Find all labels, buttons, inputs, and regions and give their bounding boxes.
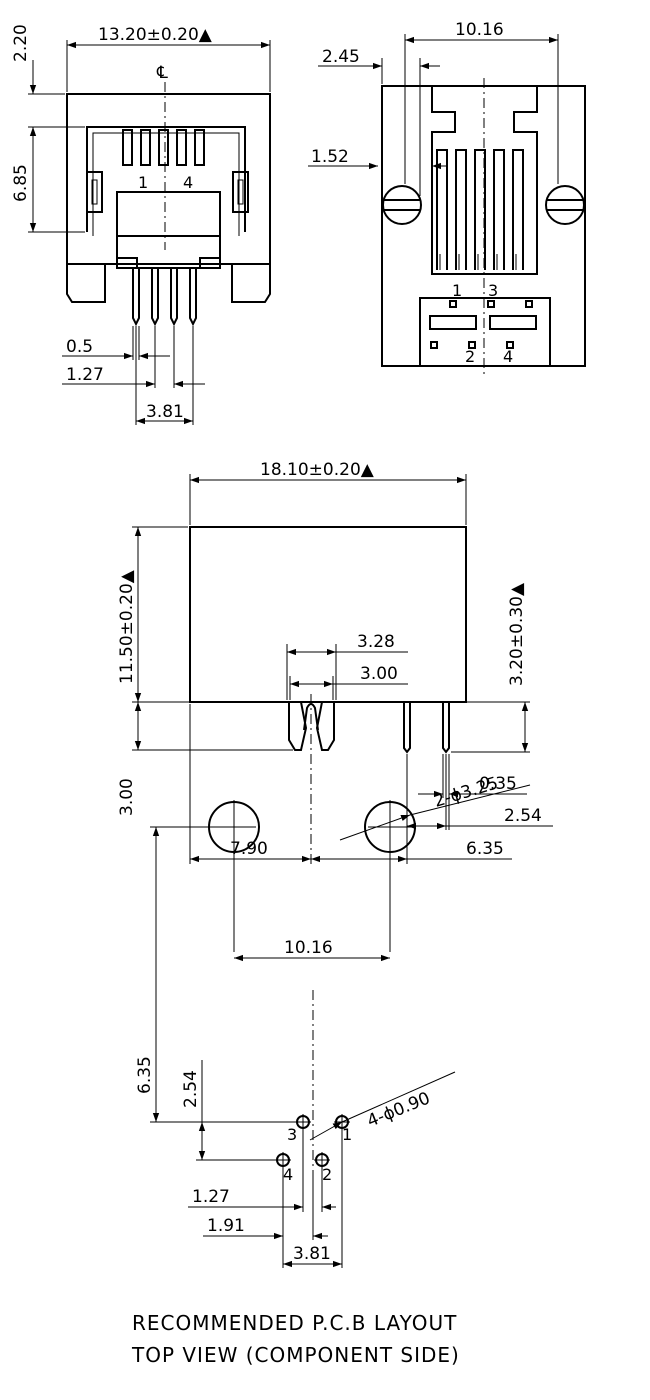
side-post-inner-dim: 3.00 [360, 664, 398, 684]
front-pin-width-dim: 0.5 [66, 337, 93, 357]
pcb-post-hole-callout: 2-ϕ3.25 [432, 773, 501, 811]
pcb-pin-hole-callout: 4-ϕ0.90 [364, 1088, 433, 1131]
side-view: 18.10±0.20▲ 11.50±0.20▲ 3.00 3.20±0.30▲ … [117, 460, 553, 866]
front-foot-right [231, 263, 271, 303]
pcb-pin-label-1: 1 [342, 1125, 352, 1144]
front-pins [132, 267, 197, 327]
pcb-pin-pitch-dim: 1.27 [192, 1187, 230, 1207]
top-contacts [436, 149, 524, 270]
side-height-dim: 11.50±0.20▲ [117, 569, 137, 684]
side-pin-pitch-dim: 2.54 [504, 806, 542, 826]
pcb-pin-span-dim: 3.81 [293, 1244, 331, 1264]
front-housing-outline [66, 93, 271, 265]
front-latch-right [232, 171, 249, 213]
front-plug-block [116, 191, 221, 237]
top-post-right [545, 185, 585, 225]
top-pin-label-3: 3 [488, 281, 498, 300]
top-view: 1 3 2 4 10.16 2.45 1.52 [308, 20, 586, 376]
pcb-row-offset-dim: 6.35 [135, 1056, 155, 1094]
side-housing-outline [189, 526, 467, 703]
front-port-opening [86, 126, 246, 232]
top-pin-block [419, 297, 551, 367]
side-post-right-half [315, 701, 335, 751]
side-pin-dia-dim: 0.35 [479, 774, 517, 794]
front-pin-span-dim: 3.81 [146, 402, 184, 422]
front-pin-label-last: 4 [183, 173, 193, 192]
front-height-dim: 6.85 [11, 164, 31, 202]
front-view: ℄ 1 4 13.20±0.20▲ 2.20 6.85 0.5 1.27 3.8… [11, 24, 271, 425]
pcb-row-pitch-dim: 2.54 [181, 1070, 201, 1108]
pcb-pin-offset-dim: 1.91 [207, 1216, 245, 1236]
pcb-pin-label-3: 3 [287, 1125, 297, 1144]
front-width-dim: 13.20±0.20▲ [98, 25, 213, 45]
pcb-caption-line2: TOP VIEW (COMPONENT SIDE) [131, 1343, 460, 1367]
top-port-outline [431, 85, 538, 275]
side-pin-a [403, 701, 411, 754]
front-pin-pitch-dim: 1.27 [66, 365, 104, 385]
side-width-dim: 18.10±0.20▲ [260, 460, 375, 480]
top-pin-label-2: 2 [465, 347, 475, 366]
side-center-to-pin-dim: 6.35 [466, 839, 504, 859]
pcb-caption-line1: RECOMMENDED P.C.B LAYOUT [132, 1311, 457, 1335]
pcb-pin-label-2: 2 [322, 1165, 332, 1184]
front-contacts [122, 129, 205, 166]
side-post-left-half [288, 701, 308, 751]
front-latch-left [86, 171, 103, 213]
front-pin-label-first: 1 [138, 173, 148, 192]
centerline-symbol: ℄ [156, 63, 168, 83]
top-post-pitch-dim: 10.16 [455, 20, 504, 40]
pcb-pin-label-4: 4 [283, 1165, 293, 1184]
pcb-layout-view: 3 1 4 2 10.16 2-ϕ3.25 4-ϕ0.90 6.35 2.54 … [131, 773, 531, 1367]
top-pin-label-4: 4 [503, 347, 513, 366]
front-top-offset-dim: 2.20 [11, 24, 31, 62]
front-foot-left [66, 263, 106, 303]
side-post-to-center-dim: 7.90 [230, 839, 268, 859]
top-post-left [382, 185, 422, 225]
top-pin-label-1: 1 [452, 281, 462, 300]
side-post-outer-dim: 3.28 [357, 632, 395, 652]
top-offset-a-dim: 2.45 [322, 47, 360, 67]
pcb-post-pitch-dim: 10.16 [284, 938, 333, 958]
side-pin-height-dim: 3.20±0.30▲ [507, 582, 527, 686]
top-offset-b-dim: 1.52 [311, 147, 349, 167]
side-post-length-dim: 3.00 [117, 778, 137, 816]
side-pin-b [442, 701, 450, 754]
